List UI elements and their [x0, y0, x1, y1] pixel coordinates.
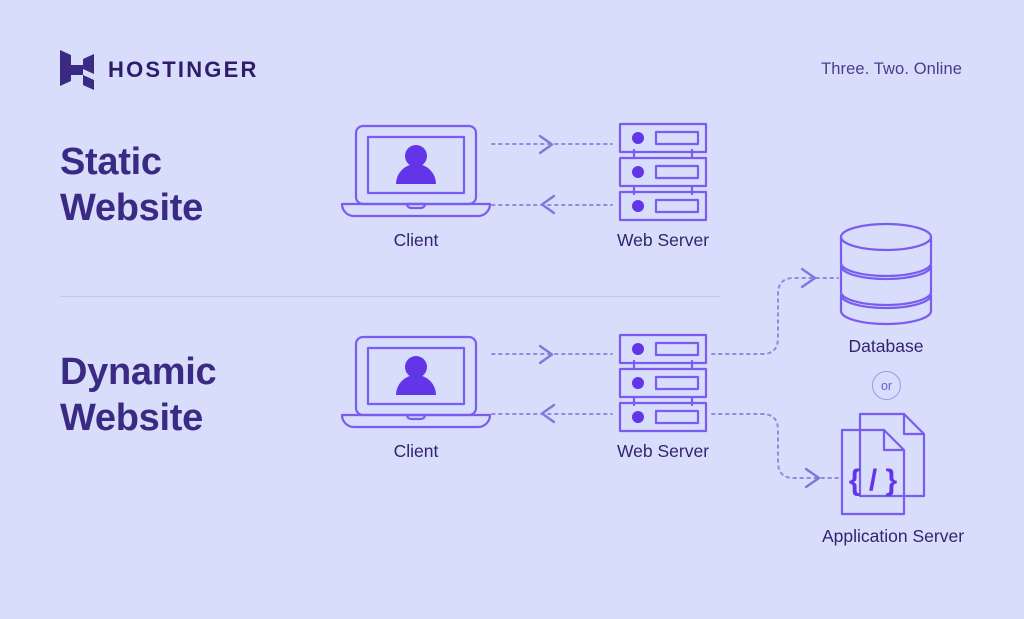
connector-server-to-database: [711, 277, 839, 355]
node-server-dynamic: Web Server: [602, 333, 724, 462]
arrowhead-database-icon: [800, 267, 817, 289]
arrowhead-static-request-icon: [538, 134, 554, 155]
node-client-static: Client: [338, 124, 494, 251]
node-label-client-dynamic: Client: [393, 441, 439, 461]
node-label-server-static: Web Server: [616, 230, 710, 250]
node-client-dynamic: Client: [338, 335, 494, 462]
arrowhead-appserver-icon: [804, 467, 821, 489]
section-title-dynamic-line1: Dynamic: [60, 351, 217, 393]
brand-name: HOSTINGER: [108, 57, 259, 82]
connector-server-to-appserver: [711, 413, 841, 479]
hostinger-h-logo-icon: [60, 50, 94, 90]
database-cylinder-icon: [839, 222, 933, 326]
code-document-icon: { / }: [840, 412, 926, 516]
section-divider: [60, 296, 720, 297]
laptop-user-icon: [340, 335, 492, 429]
section-title-static: Static Website: [60, 140, 203, 231]
server-rack-icon: [618, 122, 708, 222]
server-rack-icon: [618, 333, 708, 433]
node-database: Database: [822, 222, 950, 357]
section-title-dynamic-line2: Website: [60, 396, 203, 439]
arrowhead-static-response-icon: [540, 194, 556, 215]
node-label-application-server: Application Server: [822, 526, 965, 546]
node-server-static: Web Server: [602, 122, 724, 251]
hostinger-logo: HOSTINGER: [60, 50, 259, 90]
arrowhead-dynamic-request-icon: [538, 344, 554, 365]
laptop-user-icon: [340, 124, 492, 218]
arrowhead-dynamic-response-icon: [540, 403, 556, 424]
section-title-static-line1: Static: [60, 141, 162, 183]
tagline: Three. Two. Online: [821, 60, 962, 78]
section-title-dynamic: Dynamic Website: [60, 350, 217, 441]
node-label-client-static: Client: [393, 230, 439, 250]
node-application-server: { / } Application Server: [822, 412, 965, 547]
or-badge: or: [872, 371, 901, 400]
code-braces-glyph: { / }: [849, 464, 898, 497]
node-label-database: Database: [848, 336, 924, 356]
node-label-server-dynamic: Web Server: [616, 441, 710, 461]
section-title-static-line2: Website: [60, 186, 203, 229]
